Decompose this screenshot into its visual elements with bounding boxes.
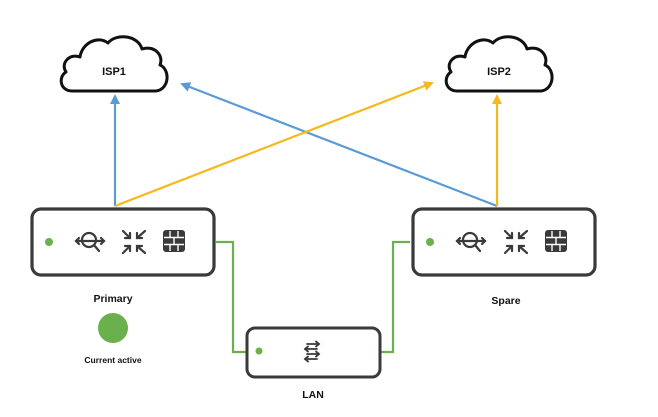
device-spare[interactable]: Spare xyxy=(411,207,597,307)
cloud-icon xyxy=(59,35,169,93)
cloud-isp2[interactable]: ISP2 xyxy=(444,35,554,93)
device-primary[interactable]: Primary xyxy=(30,207,216,305)
collapse-arrows-icon xyxy=(121,229,147,255)
firewall-icon xyxy=(163,230,185,252)
device-label-lan: LAN xyxy=(302,389,324,401)
link-primary-lan xyxy=(216,240,246,354)
link-spare-lan xyxy=(380,240,410,354)
status-dot xyxy=(255,347,263,355)
status-dot xyxy=(426,238,434,246)
active-dot xyxy=(98,313,128,343)
device-label-spare: Spare xyxy=(491,295,520,307)
links xyxy=(110,81,502,354)
device-lan[interactable]: LAN xyxy=(245,326,382,401)
cloud-isp1[interactable]: ISP1 xyxy=(59,35,169,93)
device-box xyxy=(411,207,597,277)
status-dot xyxy=(45,238,53,246)
link-spare-isp1 xyxy=(180,82,498,208)
device-box xyxy=(30,207,216,277)
cloud-icon xyxy=(444,35,554,93)
firewall-icon xyxy=(545,230,567,252)
device-label-primary: Primary xyxy=(93,293,132,305)
vpn-search-icon xyxy=(455,231,487,253)
active-label: Current active xyxy=(84,355,141,365)
cloud-label-isp1: ISP1 xyxy=(102,66,126,78)
switch-arrows-icon xyxy=(303,340,321,363)
device-box xyxy=(245,326,382,379)
collapse-arrows-icon xyxy=(503,229,529,255)
cloud-label-isp2: ISP2 xyxy=(487,66,511,78)
active-indicator: Current active xyxy=(84,313,142,365)
link-primary-isp2 xyxy=(114,81,434,208)
vpn-search-icon xyxy=(74,231,106,253)
